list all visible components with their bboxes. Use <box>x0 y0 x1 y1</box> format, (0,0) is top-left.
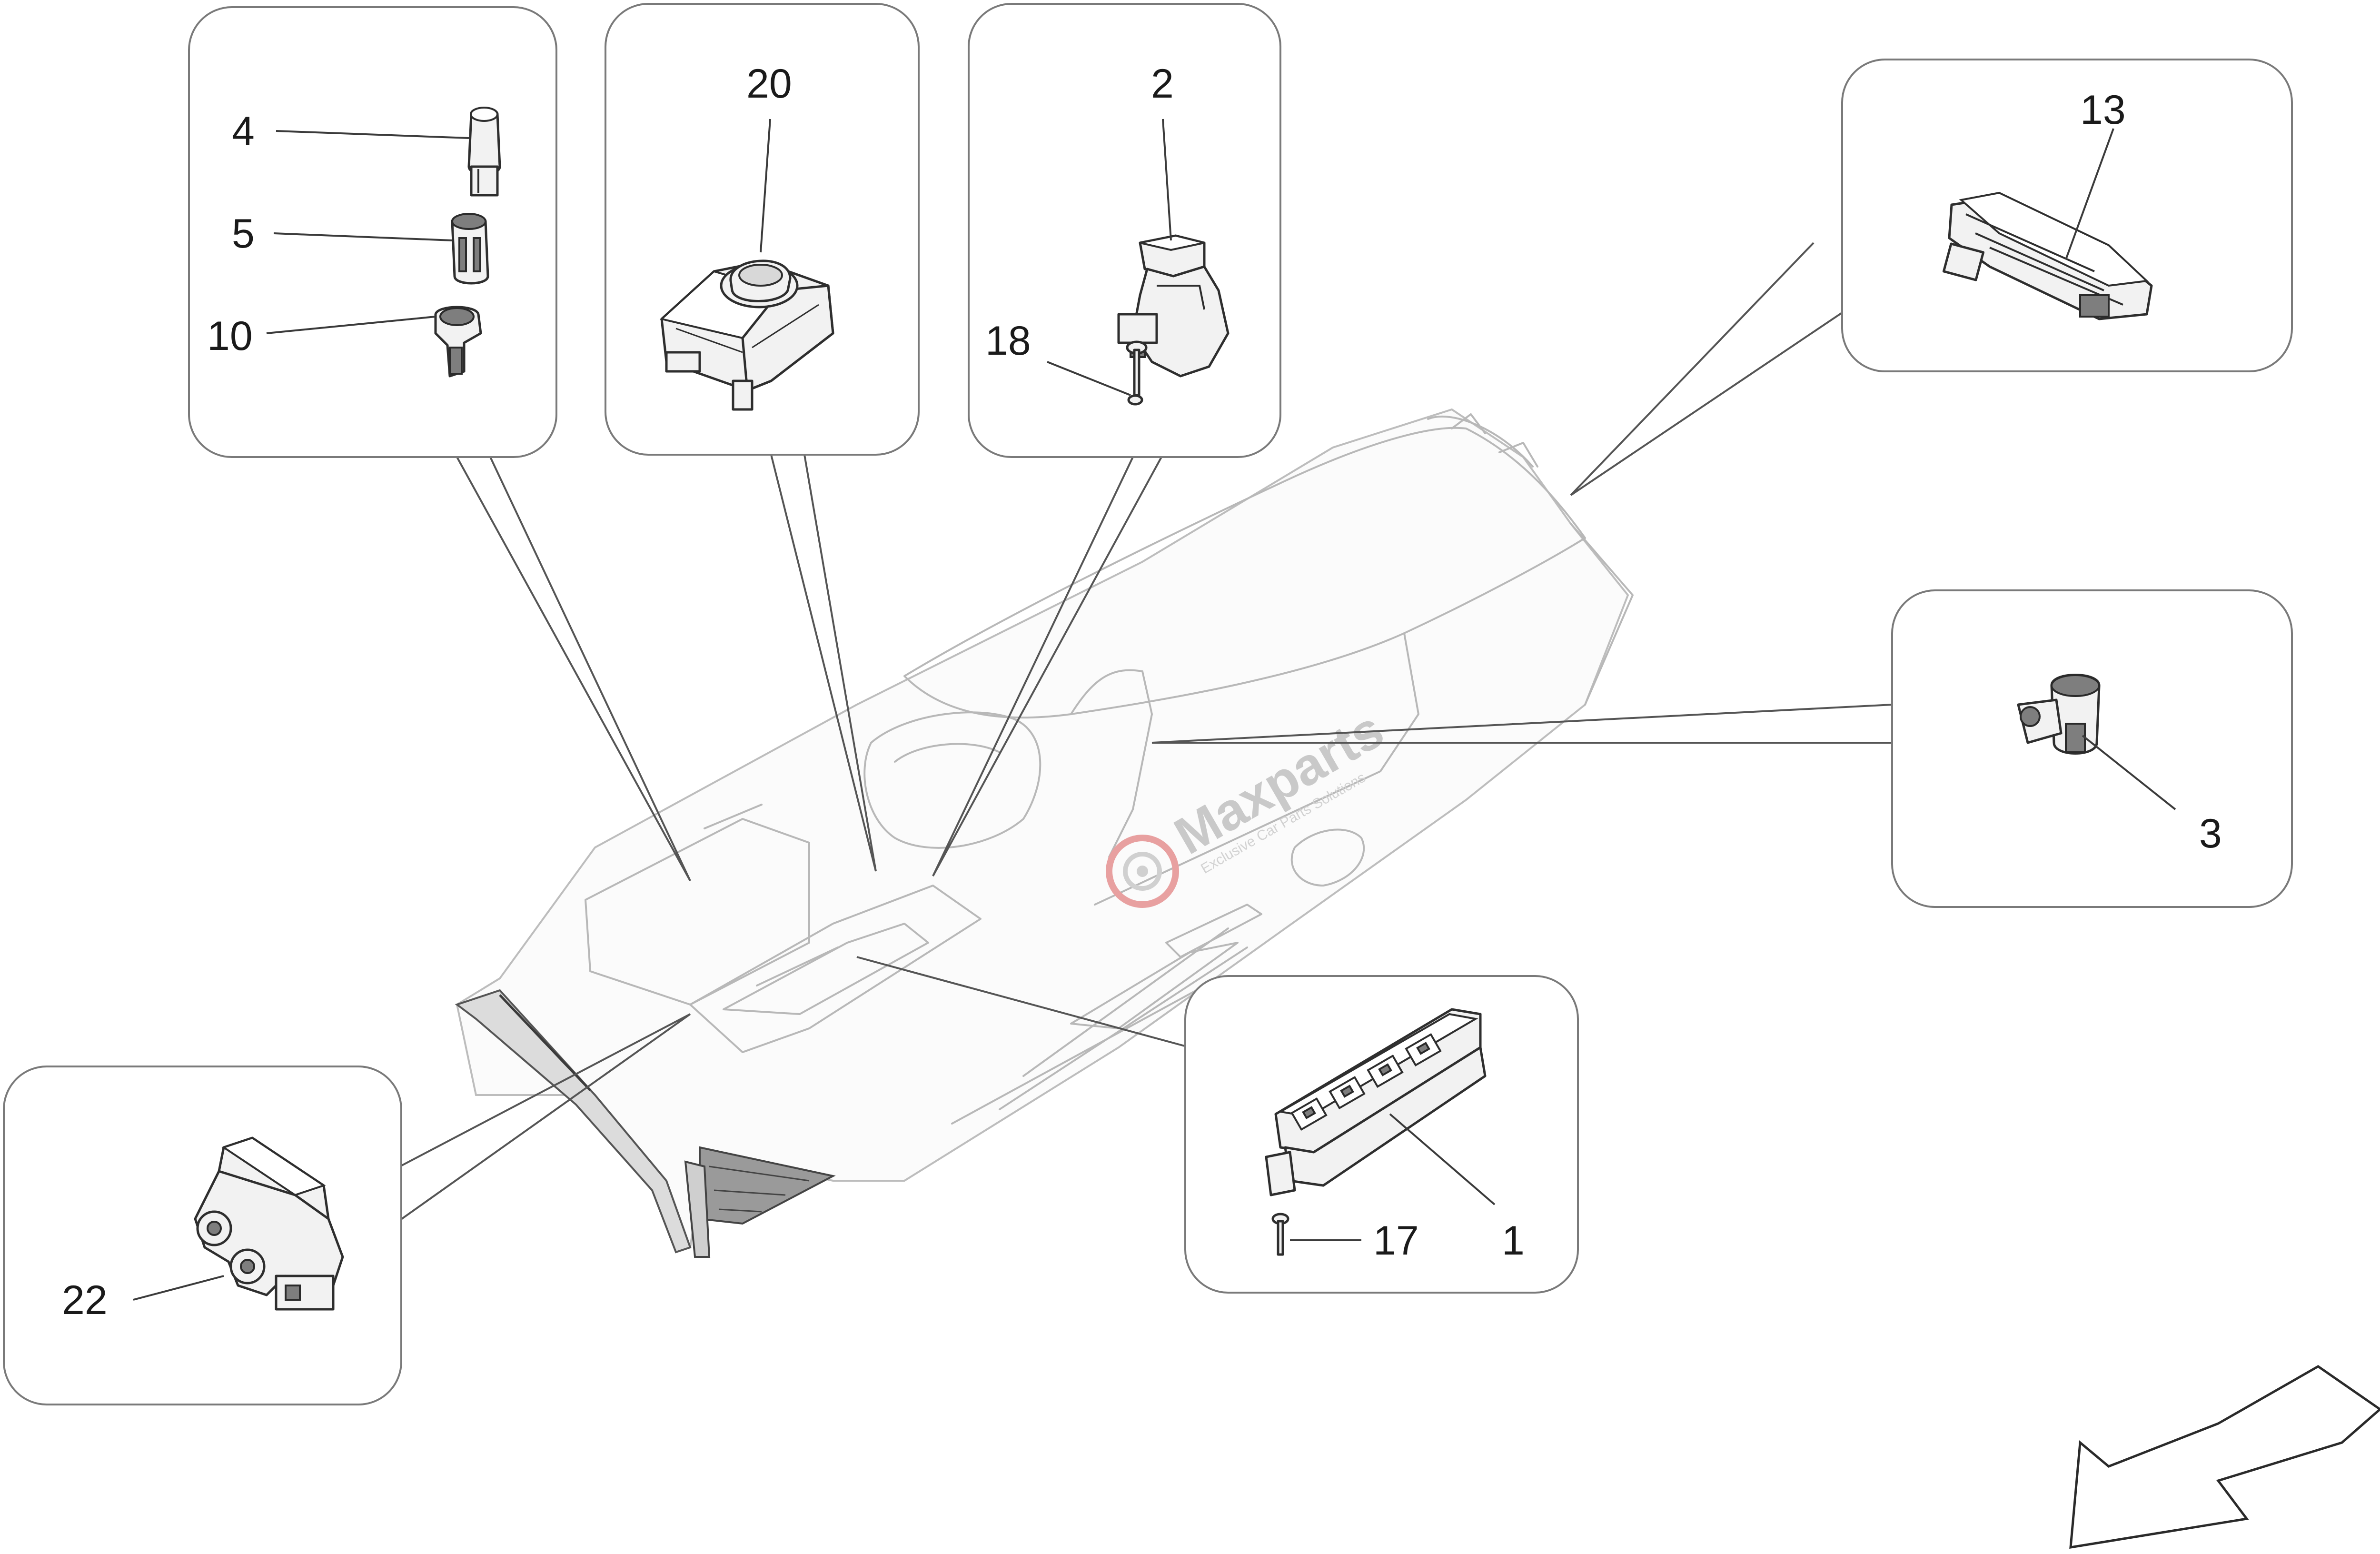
label-part-3: 3 <box>2199 811 2222 857</box>
label-part-18: 18 <box>985 318 1031 364</box>
part-4-cap <box>467 107 501 197</box>
callout-pointers <box>394 242 1893 1225</box>
front-direction-arrow-icon <box>2069 1365 2380 1549</box>
part-20-rotary-controller <box>659 259 834 411</box>
part-1-switch-bank <box>1265 1008 1487 1196</box>
part-22-switch <box>194 1136 344 1311</box>
part-2-switch <box>1117 234 1230 378</box>
label-part-5: 5 <box>232 211 255 257</box>
label-part-2: 2 <box>1151 61 1174 107</box>
callout-box-3: 3 <box>1891 589 2293 908</box>
callout-box-4-5-10: 4 5 10 <box>188 6 557 458</box>
center-console <box>455 408 1634 1258</box>
callout-box-2-18: 2 18 <box>968 3 1281 458</box>
label-part-22: 22 <box>62 1277 108 1323</box>
part-10-holder <box>434 306 482 378</box>
label-part-10: 10 <box>207 313 253 359</box>
label-part-20: 20 <box>746 61 792 107</box>
part-18-screw <box>1126 340 1148 406</box>
callout-box-20: 20 <box>605 3 920 456</box>
label-part-4: 4 <box>232 109 255 154</box>
part-3-socket <box>2017 674 2101 755</box>
callout-box-1-17: 1 17 <box>1184 975 1579 1294</box>
part-17-screw <box>1271 1213 1289 1256</box>
label-part-13: 13 <box>2080 87 2126 133</box>
label-part-1: 1 <box>1502 1218 1525 1264</box>
label-part-17: 17 <box>1373 1218 1419 1264</box>
part-13-trim-panel <box>1942 191 2153 320</box>
callout-box-22: 22 <box>3 1066 402 1405</box>
part-5-socket <box>451 213 489 285</box>
callout-box-13: 13 <box>1841 59 2293 372</box>
